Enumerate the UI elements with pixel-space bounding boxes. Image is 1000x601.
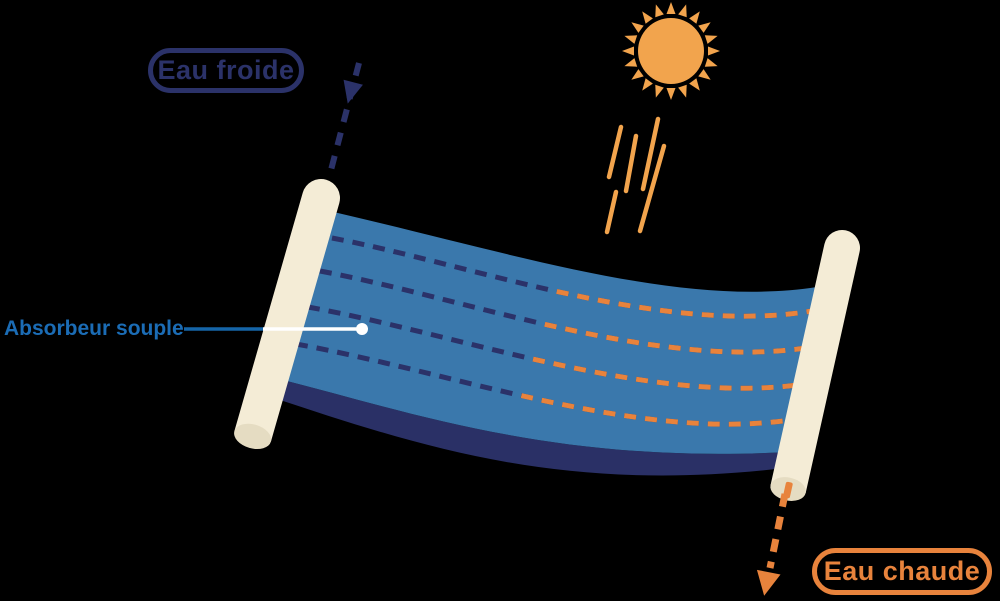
absorber-leader-line [184,323,368,335]
sunbeam-lines [604,116,667,235]
roller-right [770,230,860,501]
arrowhead-down-icon [343,79,363,104]
cold-water-label: Eau froide [148,48,304,93]
absorber-mat [283,210,817,454]
roller-left [234,179,340,450]
flow-lines-hot [500,250,813,427]
arrowhead-down-icon [756,569,781,596]
sun-disc [638,18,704,84]
absorber-label: Absorbeur souple [4,317,184,340]
mat-underside [274,380,788,476]
sun-rays [622,2,720,100]
hot-outlet-arrow [756,493,789,596]
hot-water-label: Eau chaude [812,548,992,595]
roller-left-cap [234,423,272,450]
cold-water-text: Eau froide [157,55,295,85]
cold-inlet-arrow [328,62,363,171]
hot-water-text: Eau chaude [823,556,981,586]
sun-icon [622,2,720,100]
leader-dot [356,323,368,335]
